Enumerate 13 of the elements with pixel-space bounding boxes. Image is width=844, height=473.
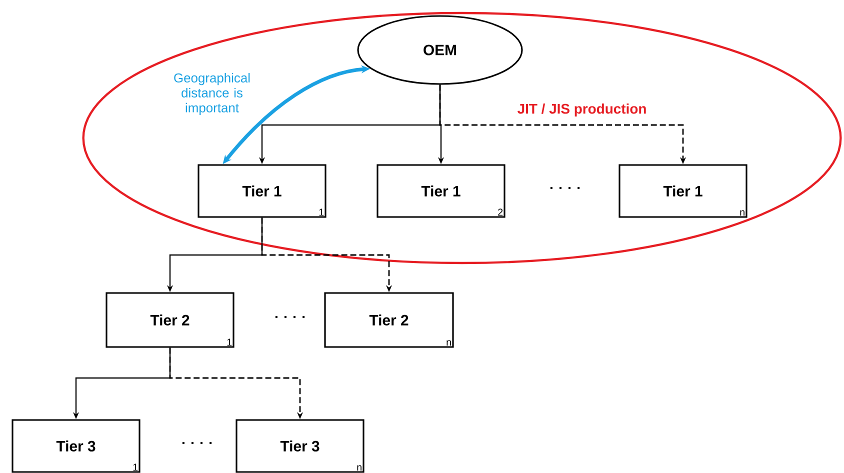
subscript: 1 (227, 338, 232, 346)
subscript: n (357, 465, 362, 471)
subscript: 2 (498, 208, 503, 216)
group-label: JIT / JIS production (518, 104, 646, 116)
edge-label: Geographical distance is important (174, 73, 250, 115)
oval-node: OEM (357, 15, 523, 85)
subscript: 1 (319, 208, 324, 216)
ellipsis-dots: . . . . (182, 442, 212, 444)
subscript: 1 (133, 464, 138, 471)
ellipsis-dots: . . . . (275, 316, 305, 318)
ellipsis-dots: . . . . (550, 186, 580, 190)
subscript: n (446, 340, 451, 346)
subscript: n (740, 210, 744, 216)
